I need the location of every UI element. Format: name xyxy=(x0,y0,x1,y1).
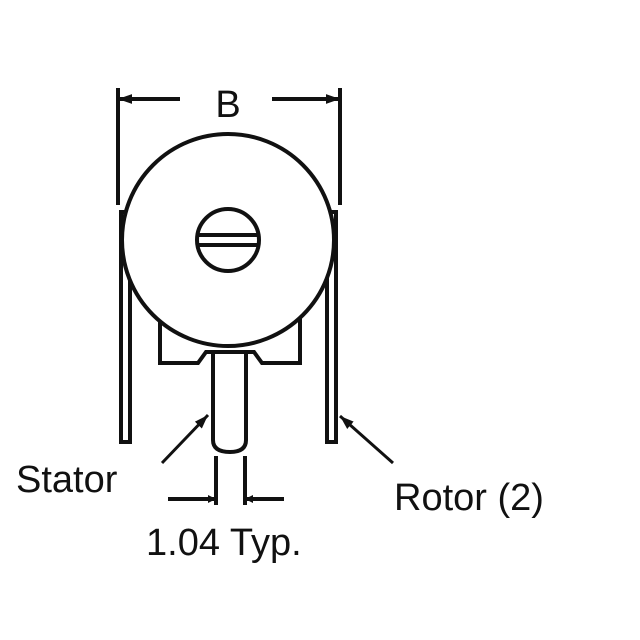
adjustment-screw xyxy=(195,207,261,273)
stator-leader xyxy=(160,413,210,465)
rotor-leader xyxy=(339,414,394,465)
stator-label: Stator xyxy=(16,459,118,501)
rotor-label: Rotor (2) xyxy=(394,477,544,519)
pin-spacing-label: 1.04 Typ. xyxy=(146,522,302,564)
base-bracket xyxy=(158,310,302,365)
capacitor-body xyxy=(120,132,336,348)
stator-pin xyxy=(211,354,248,455)
dimension-b-label: B xyxy=(215,84,240,126)
